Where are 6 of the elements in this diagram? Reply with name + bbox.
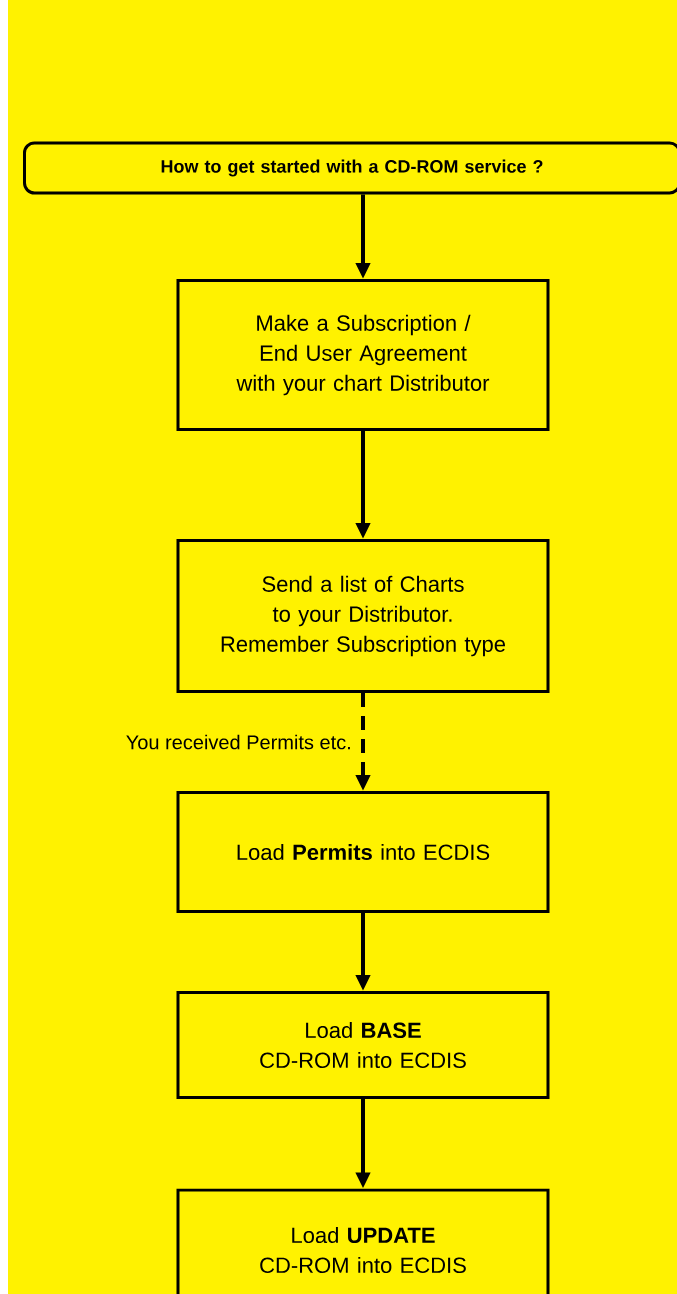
process-box: Load UPDATE CD-ROM into ECDIS [176, 1188, 550, 1294]
process-box: Load BASE CD-ROM into ECDIS [176, 991, 550, 1099]
process-box: Load Permits into ECDIS [176, 791, 550, 913]
title-box: How to get started with a CD-ROM service ? [23, 141, 677, 195]
process-box: Make a Subscription / End User Agreement with your chart Distributor [176, 279, 550, 431]
process-box: Send a list of Charts to your Distributor. Remember Subscription type [176, 539, 550, 693]
